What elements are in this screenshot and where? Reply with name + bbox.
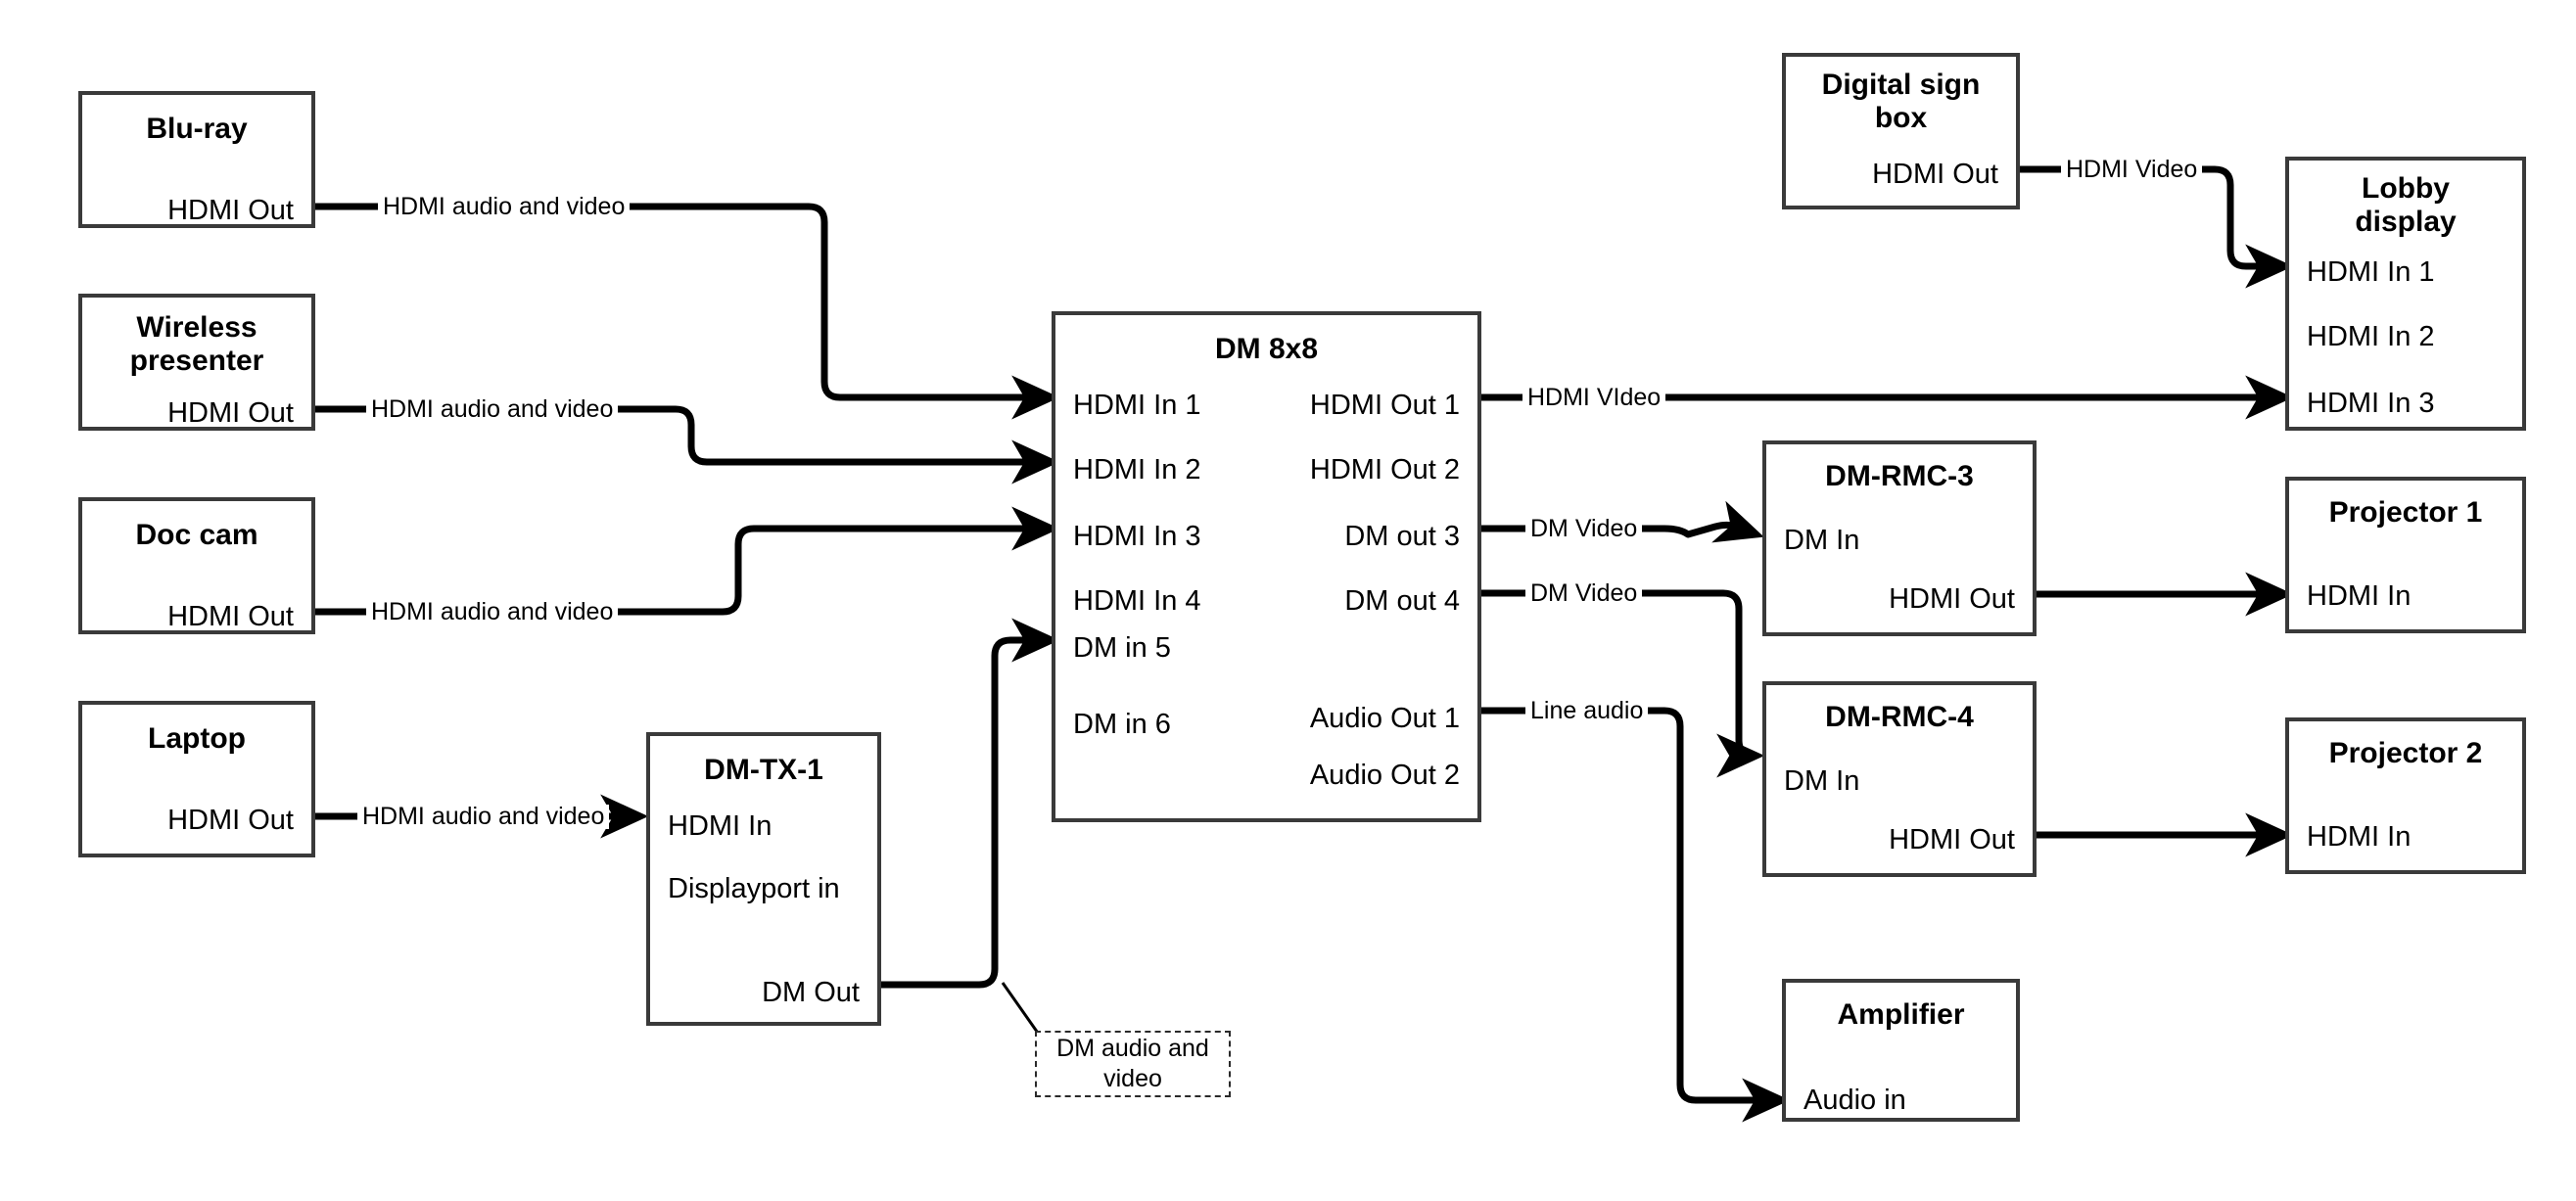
port-projector-2-hdmi-in[interactable]: HDMI In — [2307, 821, 2412, 853]
port-laptop-hdmi-out[interactable]: HDMI Out — [167, 805, 294, 836]
node-projector-2-title: Projector 2 — [2328, 737, 2483, 769]
node-doc-cam-title: Doc cam — [135, 519, 258, 551]
port-dm-8x8-dm-in-5[interactable]: DM in 5 — [1073, 632, 1171, 664]
wire-label-dm-video-out4: DM Video — [1525, 581, 1643, 606]
wire-bluray-to-dm8x8 — [315, 203, 1060, 420]
node-projector-2[interactable]: Projector 2 HDMI In — [2285, 717, 2526, 874]
wire-label-line-audio: Line audio — [1525, 699, 1649, 723]
node-lobby-display-title-line1: Lobby — [2362, 172, 2450, 205]
node-projector-1-title: Projector 1 — [2328, 496, 2483, 529]
node-dm-8x8[interactable]: DM 8x8 HDMI In 1 HDMI In 2 HDMI In 3 HDM… — [1052, 311, 1481, 822]
callout-dm-audio-video: DM audio and video — [1035, 1031, 1231, 1097]
node-projector-1[interactable]: Projector 1 HDMI In — [2285, 477, 2526, 633]
port-blu-ray-hdmi-out[interactable]: HDMI Out — [167, 195, 294, 226]
node-wireless-presenter[interactable]: Wireless presenter HDMI Out — [78, 294, 315, 431]
node-blu-ray-title: Blu-ray — [146, 113, 248, 145]
port-dm-8x8-audio-out-2[interactable]: Audio Out 2 — [1309, 760, 1460, 791]
wire-digitalsign-to-lobby — [2020, 165, 2294, 289]
node-dm-rmc-3[interactable]: DM-RMC-3 DM In HDMI Out — [1762, 440, 2037, 636]
port-dm-rmc-4-dm-in[interactable]: DM In — [1784, 765, 1860, 797]
port-dm-8x8-hdmi-in-4[interactable]: HDMI In 4 — [1073, 585, 1201, 617]
node-wireless-presenter-title-line2: presenter — [129, 345, 264, 377]
wire-dmtx1-to-dm8x8 — [881, 618, 1060, 989]
port-dm-8x8-hdmi-in-1[interactable]: HDMI In 1 — [1073, 390, 1201, 421]
node-digital-sign-box[interactable]: Digital sign box HDMI Out — [1782, 53, 2020, 209]
port-lobby-display-hdmi-in-1[interactable]: HDMI In 1 — [2307, 256, 2435, 288]
wire-label-hdmi-video-digitalsign: HDMI Video — [2061, 158, 2203, 182]
port-amplifier-audio-in[interactable]: Audio in — [1803, 1085, 1906, 1116]
port-projector-1-hdmi-in[interactable]: HDMI In — [2307, 580, 2412, 612]
port-dm-tx-1-dm-out[interactable]: DM Out — [762, 977, 860, 1008]
wire-label-hdmi-video-out1: HDMI VIdeo — [1522, 386, 1666, 410]
node-digital-sign-box-title-line1: Digital sign — [1821, 69, 1981, 101]
node-dm-rmc-4[interactable]: DM-RMC-4 DM In HDMI Out — [1762, 681, 2037, 877]
port-digital-sign-box-hdmi-out[interactable]: HDMI Out — [1872, 159, 1998, 190]
port-dm-rmc-3-hdmi-out[interactable]: HDMI Out — [1889, 583, 2015, 615]
port-wireless-presenter-hdmi-out[interactable]: HDMI Out — [167, 397, 294, 429]
node-laptop-title: Laptop — [148, 722, 246, 755]
port-dm-tx-1-hdmi-in[interactable]: HDMI In — [668, 810, 773, 842]
port-dm-rmc-3-dm-in[interactable]: DM In — [1784, 525, 1860, 556]
port-dm-8x8-dm-out-4[interactable]: DM out 4 — [1344, 585, 1460, 617]
port-dm-8x8-hdmi-out-1[interactable]: HDMI Out 1 — [1309, 390, 1460, 421]
wire-label-doccam: HDMI audio and video — [366, 600, 619, 624]
port-dm-8x8-dm-out-3[interactable]: DM out 3 — [1344, 521, 1460, 552]
port-dm-8x8-hdmi-in-2[interactable]: HDMI In 2 — [1073, 454, 1201, 485]
port-dm-8x8-audio-out-1[interactable]: Audio Out 1 — [1309, 703, 1460, 734]
port-dm-8x8-hdmi-out-2[interactable]: HDMI Out 2 — [1309, 454, 1460, 485]
node-lobby-display-title-line2: display — [2355, 206, 2457, 238]
wire-label-laptop: HDMI audio and video — [357, 805, 610, 829]
port-dm-8x8-dm-in-6[interactable]: DM in 6 — [1073, 709, 1171, 740]
node-laptop[interactable]: Laptop HDMI Out — [78, 701, 315, 857]
node-dm-rmc-4-title: DM-RMC-4 — [1825, 701, 1974, 733]
node-doc-cam[interactable]: Doc cam HDMI Out — [78, 497, 315, 634]
node-dm-tx-1[interactable]: DM-TX-1 HDMI In Displayport in DM Out — [646, 732, 881, 1026]
node-digital-sign-box-title-line2: box — [1874, 102, 1928, 134]
port-lobby-display-hdmi-in-3[interactable]: HDMI In 3 — [2307, 388, 2435, 419]
node-blu-ray[interactable]: Blu-ray HDMI Out — [78, 91, 315, 228]
port-dm-tx-1-displayport-in[interactable]: Displayport in — [668, 873, 840, 904]
port-doc-cam-hdmi-out[interactable]: HDMI Out — [167, 601, 294, 632]
wire-dm8x8-to-dmrmc4 — [1481, 589, 1765, 778]
node-dm-tx-1-title: DM-TX-1 — [704, 754, 823, 786]
node-amplifier[interactable]: Amplifier Audio in — [1782, 979, 2020, 1122]
node-amplifier-title: Amplifier — [1837, 998, 1965, 1031]
wire-label-wireless: HDMI audio and video — [366, 397, 619, 422]
node-lobby-display[interactable]: Lobby display HDMI In 1 HDMI In 2 HDMI I… — [2285, 157, 2526, 431]
callout-text: DM audio and video — [1056, 1034, 1209, 1092]
port-dm-rmc-4-hdmi-out[interactable]: HDMI Out — [1889, 824, 2015, 855]
node-wireless-presenter-title-line1: Wireless — [136, 311, 258, 344]
node-dm-rmc-3-title: DM-RMC-3 — [1825, 460, 1974, 492]
port-lobby-display-hdmi-in-2[interactable]: HDMI In 2 — [2307, 321, 2435, 352]
port-dm-8x8-hdmi-in-3[interactable]: HDMI In 3 — [1073, 521, 1201, 552]
wire-label-bluray: HDMI audio and video — [378, 195, 631, 219]
node-dm-8x8-title: DM 8x8 — [1214, 333, 1319, 365]
wire-dm8x8-to-amplifier — [1481, 707, 1791, 1123]
wire-label-dm-video-out3: DM Video — [1525, 517, 1643, 541]
